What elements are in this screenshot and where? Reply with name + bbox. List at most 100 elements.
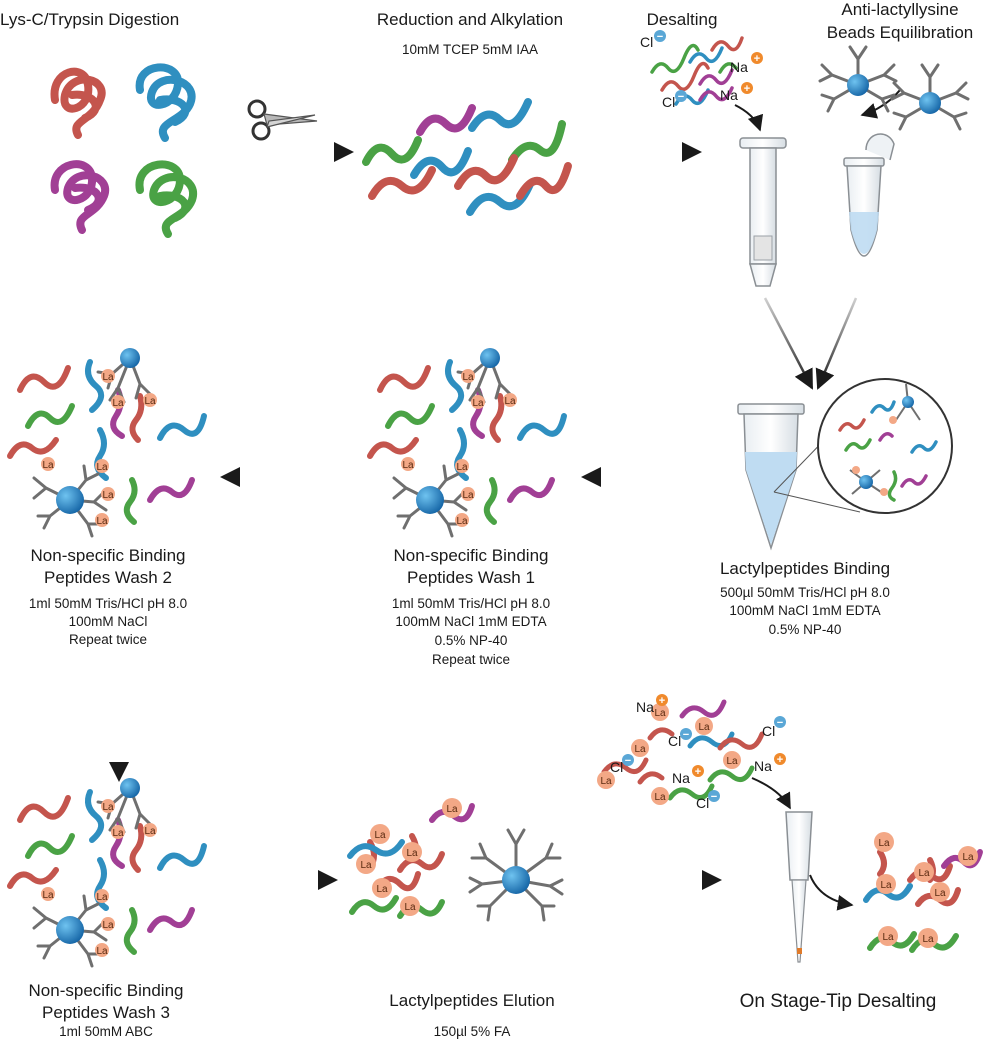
svg-text:La: La [462,490,474,501]
conical-tube-icon [737,403,861,551]
svg-text:−: − [683,729,689,741]
svg-text:La: La [934,888,946,899]
digestion-title: Lys-C/Trypsin Digestion [0,10,179,29]
antibody-bead-icon [818,45,898,113]
svg-text:−: − [678,91,684,103]
reduced-peptides [362,98,572,216]
arrow-beads-to-binding [815,297,858,390]
scissors-icon [247,99,318,141]
arrow-salt-to-tip [751,777,791,810]
desalted-lactylpeptides: La La La La La La La [863,832,983,953]
svg-text:La: La [42,460,54,471]
wash3-title-1: Non-specific Binding [29,981,184,1000]
elution-reagents: 150µl 5% FA [434,1024,511,1039]
svg-text:La: La [144,396,156,407]
stage-tip-icon [785,811,813,963]
microcentrifuge-tube-icon [843,133,895,257]
svg-text:La: La [462,372,474,383]
arrow-tip-to-product [809,874,854,911]
binding-magnifier [817,378,953,514]
svg-text:La: La [374,830,386,841]
svg-text:La: La [406,848,418,859]
desalting-mixture [650,36,744,106]
svg-text:La: La [96,892,108,903]
wash2-title-2: Peptides Wash 2 [44,568,172,587]
svg-text:Cl: Cl [640,34,653,50]
reduction-title: Reduction and Alkylation [377,10,563,29]
svg-text:La: La [112,828,124,839]
svg-text:Na: Na [730,59,748,75]
antibody-bead-2 [890,63,970,131]
svg-text:La: La [102,490,114,501]
binding-line3: 0.5% NP-40 [769,622,842,637]
binding-line2: 100mM NaCl 1mM EDTA [729,603,880,618]
desalting-title: Desalting [647,10,718,29]
arrow-beads-to-tube [860,89,901,119]
svg-text:+: + [659,695,665,707]
tangled-proteins [50,63,198,238]
flow-arrows [109,89,901,911]
svg-text:Na: Na [672,770,690,786]
wash1-line4: Repeat twice [432,652,510,667]
svg-text:La: La [96,462,108,473]
svg-text:La: La [402,460,414,471]
elution-title: Lactylpeptides Elution [389,991,554,1010]
wash2-line2: 100mM NaCl [69,614,148,629]
svg-text:La: La [962,852,974,863]
wash3-line1: 1ml 50mM ABC [59,1024,153,1039]
ion-chloride-2: Cl − [662,90,687,110]
protein-green [135,160,198,238]
wash2-line1: 1ml 50mM Tris/HCl pH 8.0 [29,596,187,611]
svg-text:La: La [472,398,484,409]
svg-text:Cl: Cl [610,759,623,775]
svg-text:−: − [777,717,783,729]
svg-text:La: La [698,722,710,733]
svg-text:La: La [880,880,892,891]
svg-text:La: La [102,920,114,931]
svg-text:La: La [376,884,388,895]
svg-text:La: La [102,802,114,813]
svg-text:La: La [634,744,646,755]
svg-text:La: La [918,868,930,879]
protein-blue [135,63,196,142]
arrow-salt-to-column [734,104,764,132]
svg-text:La: La [456,462,468,473]
reduction-reagents: 10mM TCEP 5mM IAA [402,42,538,57]
svg-text:La: La [654,708,666,719]
svg-text:−: − [711,791,717,803]
wash1-line3: 0.5% NP-40 [435,633,508,648]
spin-column-icon [739,137,787,287]
stagetip-ion-na-1: Na + [636,694,668,715]
wash1-title-2: Peptides Wash 1 [407,568,535,587]
wash1-cluster [367,348,567,538]
svg-text:La: La [42,890,54,901]
svg-text:La: La [878,838,890,849]
svg-text:La: La [96,946,108,957]
svg-text:+: + [695,766,701,778]
svg-text:−: − [625,755,631,767]
svg-text:Cl: Cl [662,94,675,110]
wash2-cluster [7,348,207,538]
svg-text:La: La [446,804,458,815]
ion-sodium-2: Na + [720,82,753,103]
svg-text:Cl: Cl [668,733,681,749]
binding-title: Lactylpeptides Binding [720,559,890,578]
svg-text:La: La [96,516,108,527]
stagetip-ion-cl-3: Cl − [762,716,786,739]
lactyl-tags: La La La La La La [356,798,462,916]
svg-text:La: La [726,756,738,767]
wash2-title-1: Non-specific Binding [31,546,186,565]
svg-text:La: La [504,396,516,407]
stagetip-ion-cl-1: Cl − [668,728,692,749]
binding-line1: 500µl 50mM Tris/HCl pH 8.0 [720,585,890,600]
arrow-column-to-binding [763,297,814,390]
ion-chloride-1: Cl − [640,30,666,50]
stagetip-ion-na-2: Na + [754,753,786,774]
svg-text:+: + [777,754,783,766]
wash1-line2: 100mM NaCl 1mM EDTA [395,614,546,629]
svg-text:Cl: Cl [696,795,709,811]
stagetip-salt-mixture: La La La La La La Na + Na + Na + Cl − Cl… [597,694,786,811]
svg-text:La: La [144,826,156,837]
